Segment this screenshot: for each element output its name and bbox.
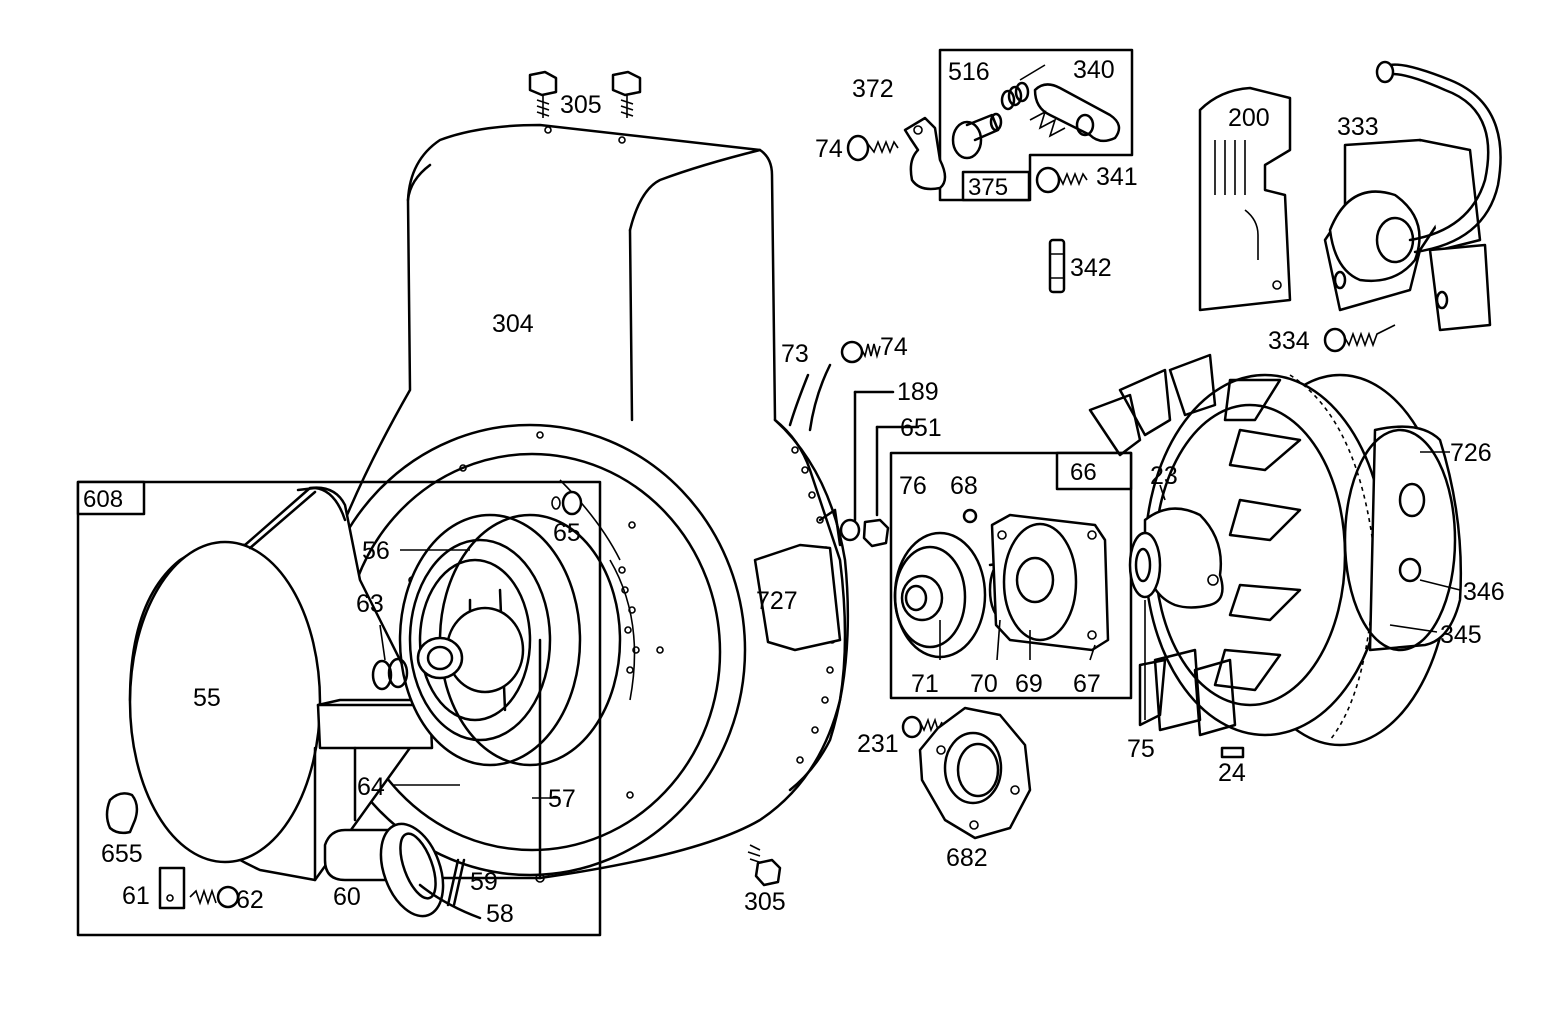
label-61: 61 (122, 882, 150, 910)
part-189-651 (839, 390, 920, 548)
label-372: 372 (852, 75, 894, 103)
label-66: 66 (1070, 459, 1097, 486)
part-61-block (158, 866, 186, 910)
label-57: 57 (548, 785, 576, 813)
label-71: 71 (911, 670, 939, 698)
label-334: 334 (1268, 327, 1310, 355)
part-69-67-bearing (990, 513, 1110, 652)
part-73-shroud (788, 363, 832, 432)
starter-cover (128, 486, 434, 882)
part-372-bracket (903, 116, 947, 191)
label-23: 23 (1150, 462, 1178, 490)
label-76: 76 (899, 472, 927, 500)
part-62-spring (189, 885, 240, 909)
label-342: 342 (1070, 254, 1112, 282)
label-70: 70 (970, 670, 998, 698)
label-305-bottom: 305 (744, 888, 786, 916)
label-24: 24 (1218, 759, 1246, 787)
starter-assembly-box: 608 (76, 480, 602, 937)
part-65-screw (551, 490, 583, 516)
part-231-screw (901, 715, 943, 739)
part-334-screw (1323, 324, 1396, 353)
label-333: 333 (1337, 113, 1379, 141)
label-55: 55 (193, 684, 221, 712)
label-59: 59 (470, 868, 498, 896)
label-74-top: 74 (815, 135, 843, 163)
breaker-box: 375 (938, 48, 1134, 202)
label-64: 64 (357, 773, 385, 801)
housing-vent-dots (618, 566, 640, 674)
label-65: 65 (553, 519, 581, 547)
label-75: 75 (1127, 735, 1155, 763)
part-24-key (1220, 746, 1245, 759)
label-63: 63 (356, 590, 384, 618)
label-56: 56 (362, 537, 390, 565)
part-346-nut (1398, 557, 1422, 583)
label-682: 682 (946, 844, 988, 872)
label-68: 68 (950, 472, 978, 500)
part-63-washers (371, 657, 409, 691)
label-189: 189 (897, 378, 939, 406)
label-73: 73 (781, 340, 809, 368)
label-651: 651 (900, 414, 942, 442)
label-200: 200 (1228, 104, 1270, 132)
label-375: 375 (968, 174, 1008, 201)
label-60: 60 (333, 883, 361, 911)
part-74-screw-top (846, 134, 899, 162)
label-67: 67 (1073, 670, 1101, 698)
part-75-washer (1128, 531, 1162, 599)
label-727: 727 (756, 587, 798, 615)
part-655-clip (105, 792, 139, 835)
label-231: 231 (857, 730, 899, 758)
part-plunger (951, 112, 1003, 160)
part-305-bolt-bottom (747, 844, 782, 887)
label-305-top: 305 (560, 91, 602, 119)
part-305-bolts-top (528, 70, 642, 118)
label-655: 655 (101, 840, 143, 868)
part-23-hub (1143, 507, 1224, 609)
part-516-spring (1000, 81, 1030, 111)
part-726-cup (1343, 425, 1463, 652)
label-304: 304 (492, 310, 534, 338)
label-74-mid: 74 (880, 333, 908, 361)
label-62: 62 (236, 886, 264, 914)
part-200-plate (1198, 86, 1292, 312)
part-682-plate (918, 706, 1032, 840)
part-340-points (1029, 83, 1121, 143)
label-345: 345 (1440, 621, 1482, 649)
label-726: 726 (1450, 439, 1492, 467)
part-341-screw (1035, 166, 1088, 194)
starter-handle (323, 822, 482, 920)
label-608: 608 (83, 486, 123, 513)
part-68-ball (962, 508, 978, 524)
part-342-pin (1048, 238, 1066, 294)
starter-pulley (398, 513, 622, 883)
part-59-58 (446, 858, 466, 907)
label-516: 516 (948, 58, 990, 86)
part-number-labels: 305 304 372 516 340 74 341 342 200 333 3… (101, 56, 1505, 928)
leader-lines (379, 64, 1461, 799)
part-333-armature (1323, 60, 1502, 332)
label-340: 340 (1073, 56, 1115, 84)
part-74-screw-mid (840, 340, 881, 364)
part-71-seal (893, 531, 987, 659)
label-69: 69 (1015, 670, 1043, 698)
label-58: 58 (486, 900, 514, 928)
label-341: 341 (1096, 163, 1138, 191)
part-727-bracket (753, 508, 842, 652)
label-346: 346 (1463, 578, 1505, 606)
